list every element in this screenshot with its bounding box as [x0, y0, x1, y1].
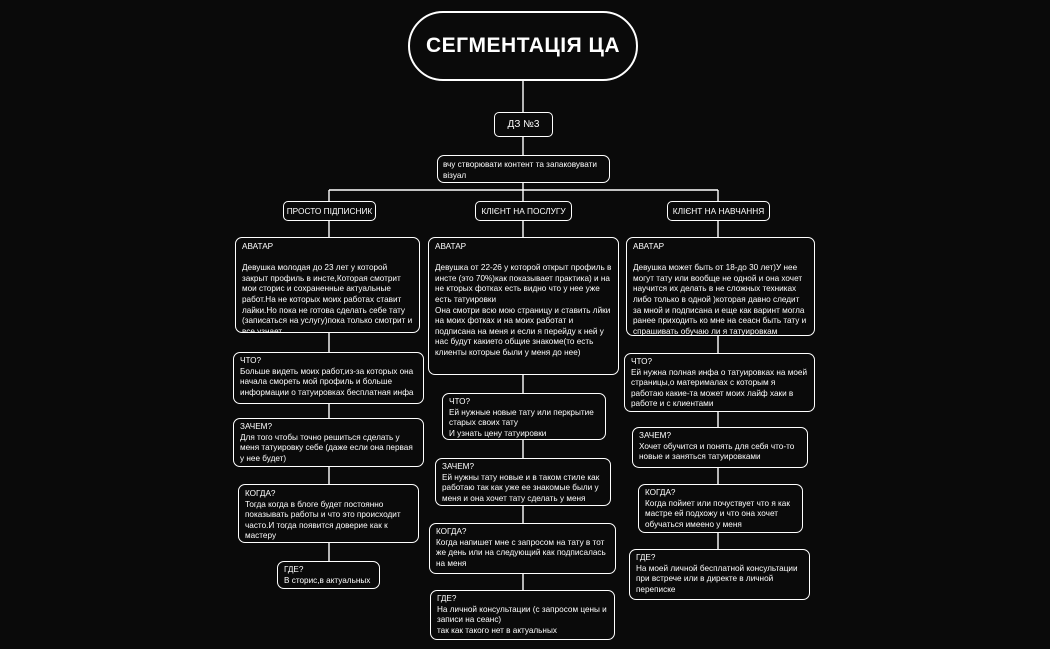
- why-text: Ей нужны тату новые и в таком стиле как …: [442, 472, 600, 503]
- homework-label: ДЗ №3: [494, 112, 553, 137]
- what-text: Больше видеть моих работ,из-за которых о…: [240, 366, 414, 397]
- subscriber-why-box: ЗАЧЕМ?Для того чтобы точно решиться сдел…: [233, 418, 424, 467]
- diagram-title: СЕГМЕНТАЦІЯ ЦА: [408, 11, 638, 81]
- where-text: На личной консультации (с запросом цены …: [437, 604, 607, 635]
- why-text: Хочет обучится и понять для себя что-то …: [639, 441, 795, 462]
- avatar-heading: АВАТАР: [435, 242, 467, 251]
- where-heading: ГДЕ?: [437, 594, 457, 603]
- training-client-what-box: ЧТО?Ей нужна полная инфа о татуировках н…: [624, 353, 815, 412]
- why-heading: ЗАЧЕМ?: [442, 462, 475, 471]
- training-client-avatar-box: АВАТАР Девушка может быть от 18-до 30 ле…: [626, 237, 815, 336]
- when-text: Когда пойиет или почуствует что я как ма…: [645, 498, 790, 529]
- where-text: В сторис,в актуальных: [284, 575, 371, 585]
- training-client-when-box: КОГДА?Когда пойиет или почуствует что я …: [638, 484, 803, 533]
- what-heading: ЧТО?: [631, 357, 653, 366]
- where-heading: ГДЕ?: [636, 553, 656, 562]
- subscriber-when-box: КОГДА?Тогда когда в блоге будет постоянн…: [238, 484, 419, 543]
- why-heading: ЗАЧЕМ?: [240, 422, 273, 431]
- training-client-why-box: ЗАЧЕМ?Хочет обучится и понять для себя ч…: [632, 427, 808, 468]
- avatar-heading: АВАТАР: [242, 242, 274, 251]
- training-client-where-box: ГДЕ?На моей личной бесплатной консультац…: [629, 549, 810, 600]
- why-heading: ЗАЧЕМ?: [639, 431, 672, 440]
- avatar-heading: АВАТАР: [633, 242, 665, 251]
- when-heading: КОГДА?: [436, 527, 467, 536]
- what-heading: ЧТО?: [449, 397, 471, 406]
- avatar-text: Девушка от 22-26 у которой открыт профил…: [435, 263, 612, 357]
- when-heading: КОГДА?: [245, 489, 276, 498]
- segment-header-training-client: КЛІЄНТ НА НАВЧАННЯ: [667, 201, 770, 221]
- when-text: Тогда когда в блоге будет постоянно пока…: [245, 499, 401, 541]
- what-text: Ей нужные новые тату или перкрытие стары…: [449, 407, 594, 438]
- subscriber-what-box: ЧТО?Больше видеть моих работ,из-за котор…: [233, 352, 424, 404]
- why-text: Для того чтобы точно решиться сделать у …: [240, 432, 413, 463]
- subscriber-avatar-box: АВАТАР Девушка молодая до 23 лет у котор…: [235, 237, 420, 333]
- segment-header-subscriber: ПРОСТО ПІДПИСНИК: [283, 201, 376, 221]
- where-heading: ГДЕ?: [284, 565, 304, 574]
- avatar-text: Девушка может быть от 18-до 30 лет)У нее…: [633, 263, 807, 336]
- avatar-text: Девушка молодая до 23 лет у которой закр…: [242, 263, 413, 333]
- when-heading: КОГДА?: [645, 488, 676, 497]
- subscriber-where-box: ГДЕ?В сторис,в актуальных: [277, 561, 380, 589]
- service-client-why-box: ЗАЧЕМ?Ей нужны тату новые и в таком стил…: [435, 458, 611, 506]
- goal-box: вчу створювати контент та запаковувати в…: [437, 155, 610, 183]
- where-text: На моей личной бесплатной консультации п…: [636, 563, 798, 594]
- service-client-avatar-box: АВАТАР Девушка от 22-26 у которой открыт…: [428, 237, 619, 375]
- what-text: Ей нужна полная инфа о татуировках на мо…: [631, 367, 808, 409]
- what-heading: ЧТО?: [240, 356, 262, 365]
- segment-header-service-client: КЛІЄНТ НА ПОСЛУГУ: [475, 201, 572, 221]
- service-client-what-box: ЧТО?Ей нужные новые тату или перкрытие с…: [442, 393, 606, 440]
- when-text: Когда напишет мне с запросом на тату в т…: [436, 537, 606, 568]
- service-client-when-box: КОГДА?Когда напишет мне с запросом на та…: [429, 523, 616, 574]
- service-client-where-box: ГДЕ?На личной консультации (с запросом ц…: [430, 590, 615, 640]
